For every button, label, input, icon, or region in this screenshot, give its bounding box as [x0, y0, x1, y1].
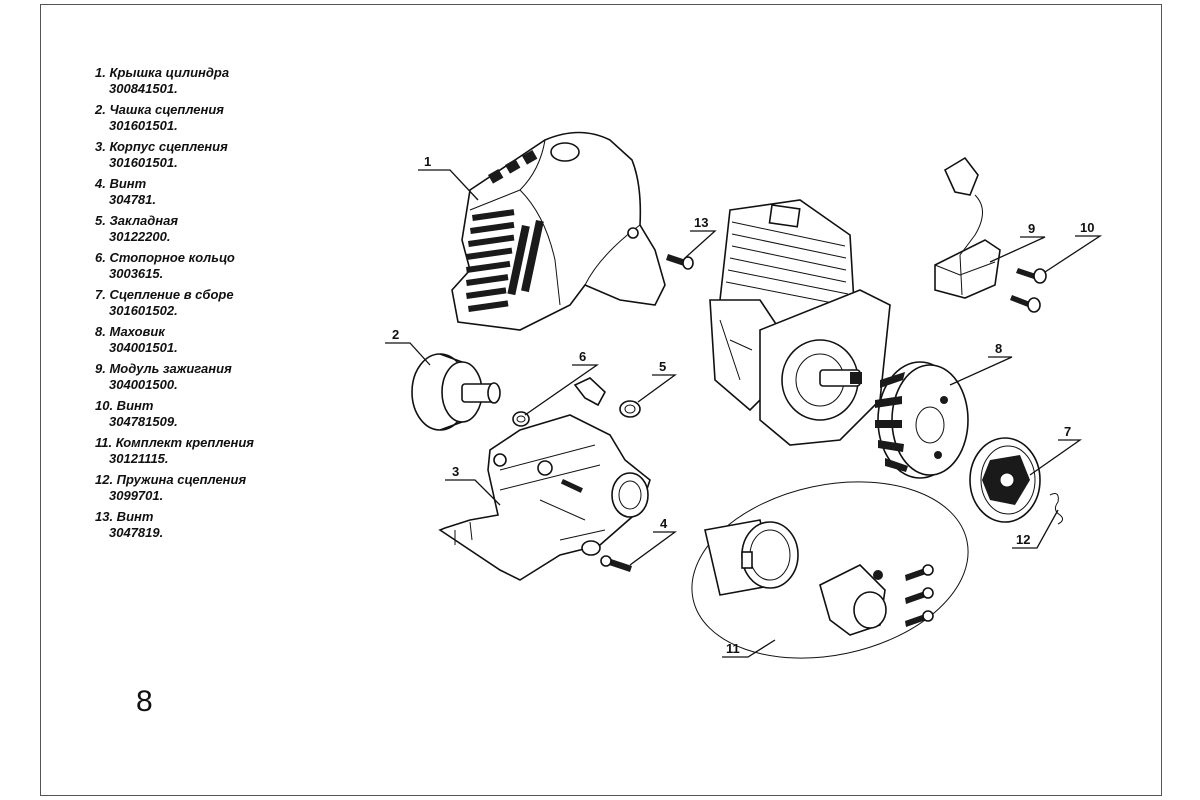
legend-item-name: 7. Сцепление в сборе [95, 287, 234, 302]
legend-item-name: 3. Корпус сцепления [95, 139, 228, 154]
ignition-module-part [934, 156, 1001, 299]
leader-line [989, 236, 1046, 263]
callout-label: 13 [694, 215, 708, 230]
leader-line [684, 230, 717, 259]
flywheel-part [875, 361, 969, 479]
screw-part [666, 254, 694, 270]
legend-item-code: 30121115. [109, 451, 169, 466]
clutch-assembly-part [969, 437, 1041, 523]
leader-line [385, 342, 431, 366]
legend-item-code: 3099701. [109, 488, 164, 503]
insert-part [619, 400, 641, 418]
callout-leader-lines [385, 169, 1103, 658]
leader-line [1029, 439, 1083, 476]
clutch-drum-part [411, 353, 501, 431]
leader-line [949, 356, 1013, 386]
legend-item-code: 301601502. [109, 303, 178, 318]
legend-item-name: 11. Комплект крепления [95, 435, 254, 450]
callout-label: 11 [726, 641, 740, 656]
page-frame [40, 4, 1162, 796]
legend-item-code: 304781. [109, 192, 156, 207]
legend-item-name: 1. Крышка цилиндра [95, 65, 230, 80]
clutch-housing-part [438, 414, 651, 581]
cylinder-cover-part [451, 131, 666, 331]
screw-pair-part [1010, 268, 1047, 313]
legend-item-code: 301601501. [109, 155, 178, 170]
legend-item-name: 5. Закладная [95, 213, 179, 228]
callout-label: 7 [1064, 424, 1071, 439]
leader-line [629, 531, 677, 566]
page-number: 8 [136, 685, 153, 718]
legend-item-code: 301601501. [109, 118, 178, 133]
engine-block-part [709, 199, 891, 446]
leader-line [524, 364, 600, 416]
callout-label: 6 [579, 349, 586, 364]
legend-item-code: 3047819. [109, 525, 164, 540]
legend-item-code: 3003615. [109, 266, 164, 281]
legend-item-name: 13. Винт [95, 509, 154, 524]
legend-item-code: 300841501. [109, 81, 178, 96]
leader-line [445, 479, 501, 506]
callout-label: 2 [392, 327, 399, 342]
legend-item-name: 9. Модуль зажигания [95, 361, 232, 376]
leader-line [1044, 235, 1103, 273]
screw-part [581, 540, 632, 572]
callout-label: 1 [424, 154, 431, 169]
callout-labels: 1 2 3 4 5 6 7 8 9 10 12 13 11 [392, 154, 1094, 656]
leader-line [722, 639, 776, 658]
callout-label: 10 [1080, 220, 1094, 235]
callout-label: 9 [1028, 221, 1035, 236]
leader-line [1012, 509, 1059, 549]
callout-label: 3 [452, 464, 459, 479]
legend-item-name: 12. Пружина сцепления [95, 472, 247, 487]
legend-item-code: 304001501. [109, 340, 178, 355]
legend-item-code: 304781509. [109, 414, 178, 429]
legend-item-code: 304001500. [109, 377, 178, 392]
callout-label: 4 [660, 516, 668, 531]
retaining-ring-part [512, 377, 606, 427]
mounting-kit-part [691, 481, 969, 659]
callout-label: 5 [659, 359, 666, 374]
legend-item-name: 2. Чашка сцепления [95, 102, 224, 117]
clutch-spring-part [1049, 493, 1064, 525]
leader-line [637, 374, 677, 403]
legend-item-name: 8. Маховик [95, 324, 165, 339]
legend-item-name: 6. Стопорное кольцо [95, 250, 235, 265]
legend-item-code: 30122200. [109, 229, 171, 244]
callout-label: 12 [1016, 532, 1030, 547]
leader-line [418, 169, 479, 201]
callout-label: 8 [995, 341, 1002, 356]
legend-item-name: 10. Винт [95, 398, 154, 413]
legend-item-name: 4. Винт [95, 176, 147, 191]
